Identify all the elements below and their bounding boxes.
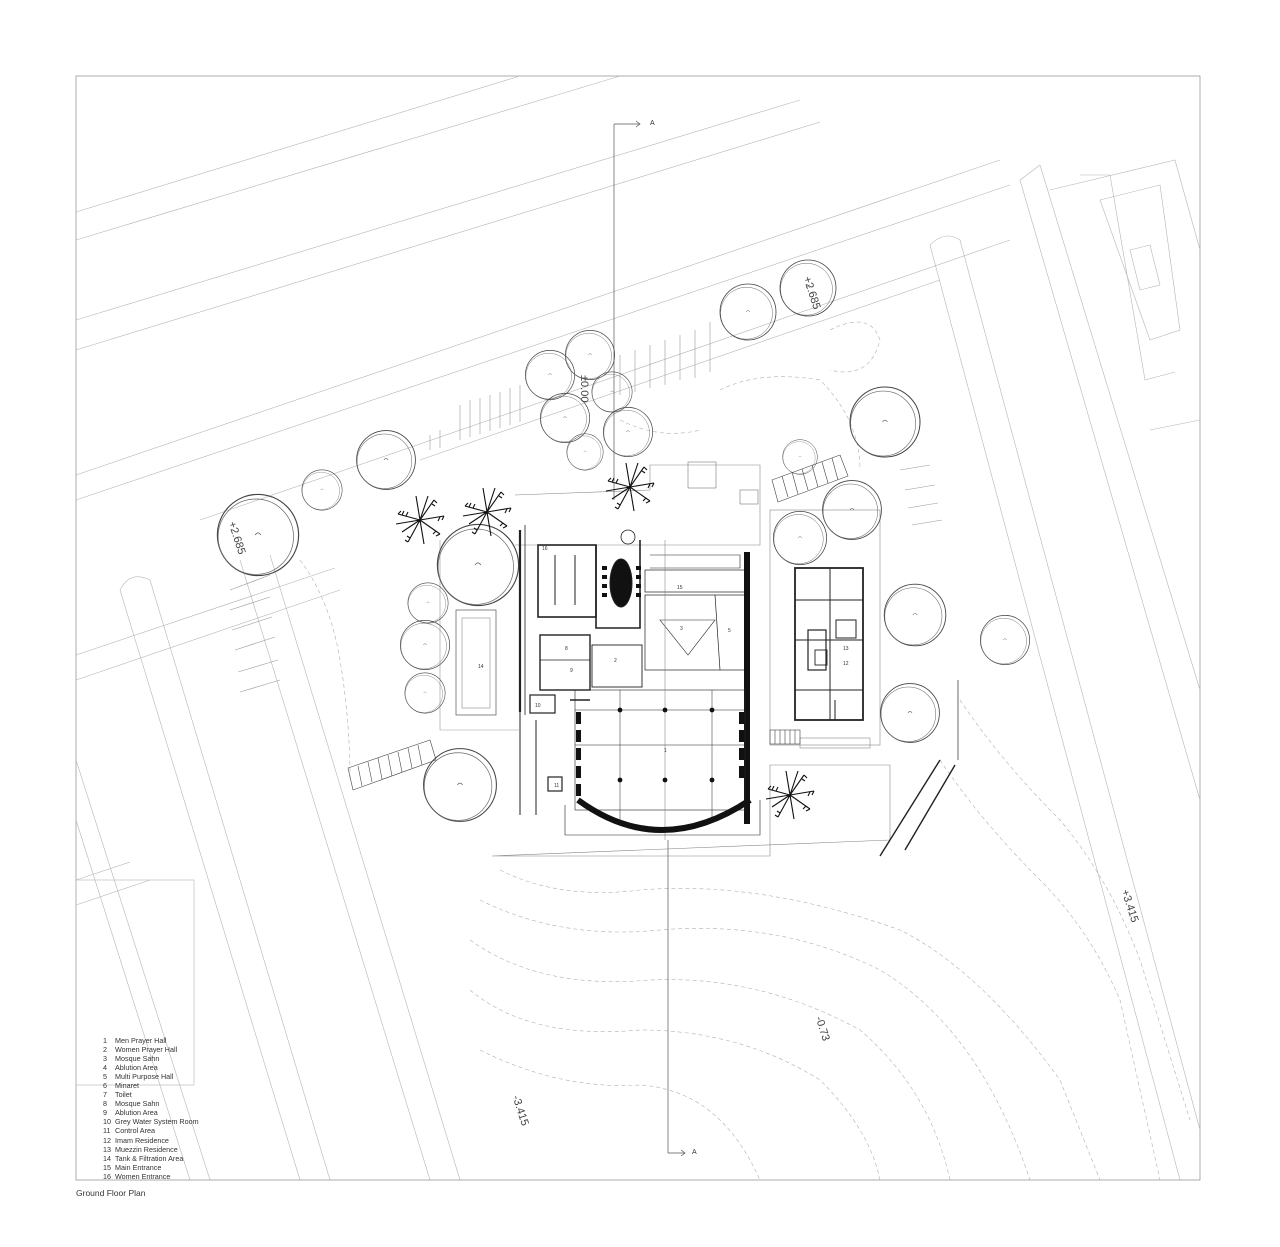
- room-numbers: 1 2 3 5 8 9 10 11 12 13 14 15 16: [478, 546, 849, 789]
- section-marker-bottom: A: [692, 1149, 697, 1156]
- residence-building: [769, 509, 881, 749]
- tank-area: [455, 609, 497, 716]
- drawing-caption: Ground Floor Plan: [76, 1188, 146, 1198]
- trees: [216, 259, 1030, 822]
- section-marker-top: A: [650, 120, 655, 127]
- room-label-16: 16: [542, 546, 548, 552]
- room-label-13: 13: [843, 646, 849, 652]
- stairs: [347, 454, 849, 791]
- minaret-symbol: [609, 558, 633, 608]
- drawing-frame: [75, 75, 1201, 1181]
- room-label-15: 15: [677, 585, 683, 591]
- room-label-8: 8: [565, 646, 568, 652]
- room-label-9: 9: [570, 668, 573, 674]
- room-label-11: 11: [554, 783, 559, 789]
- contour-lines: [299, 321, 1191, 1181]
- room-label-12: 12: [843, 661, 849, 667]
- room-label-3: 3: [680, 626, 683, 632]
- palm-trees: [395, 462, 815, 820]
- room-label-14: 14: [478, 664, 484, 670]
- retaining-wall: [879, 759, 956, 857]
- mosque-building: [491, 461, 891, 857]
- room-label-2: 2: [614, 658, 617, 664]
- room-label-5: 5: [728, 628, 731, 634]
- room-label-1: 1: [664, 748, 667, 754]
- level-center-top: ±0.00: [578, 375, 590, 403]
- room-label-10: 10: [535, 703, 541, 709]
- section-line-A: [613, 120, 686, 1157]
- road-lines: [75, 75, 1011, 906]
